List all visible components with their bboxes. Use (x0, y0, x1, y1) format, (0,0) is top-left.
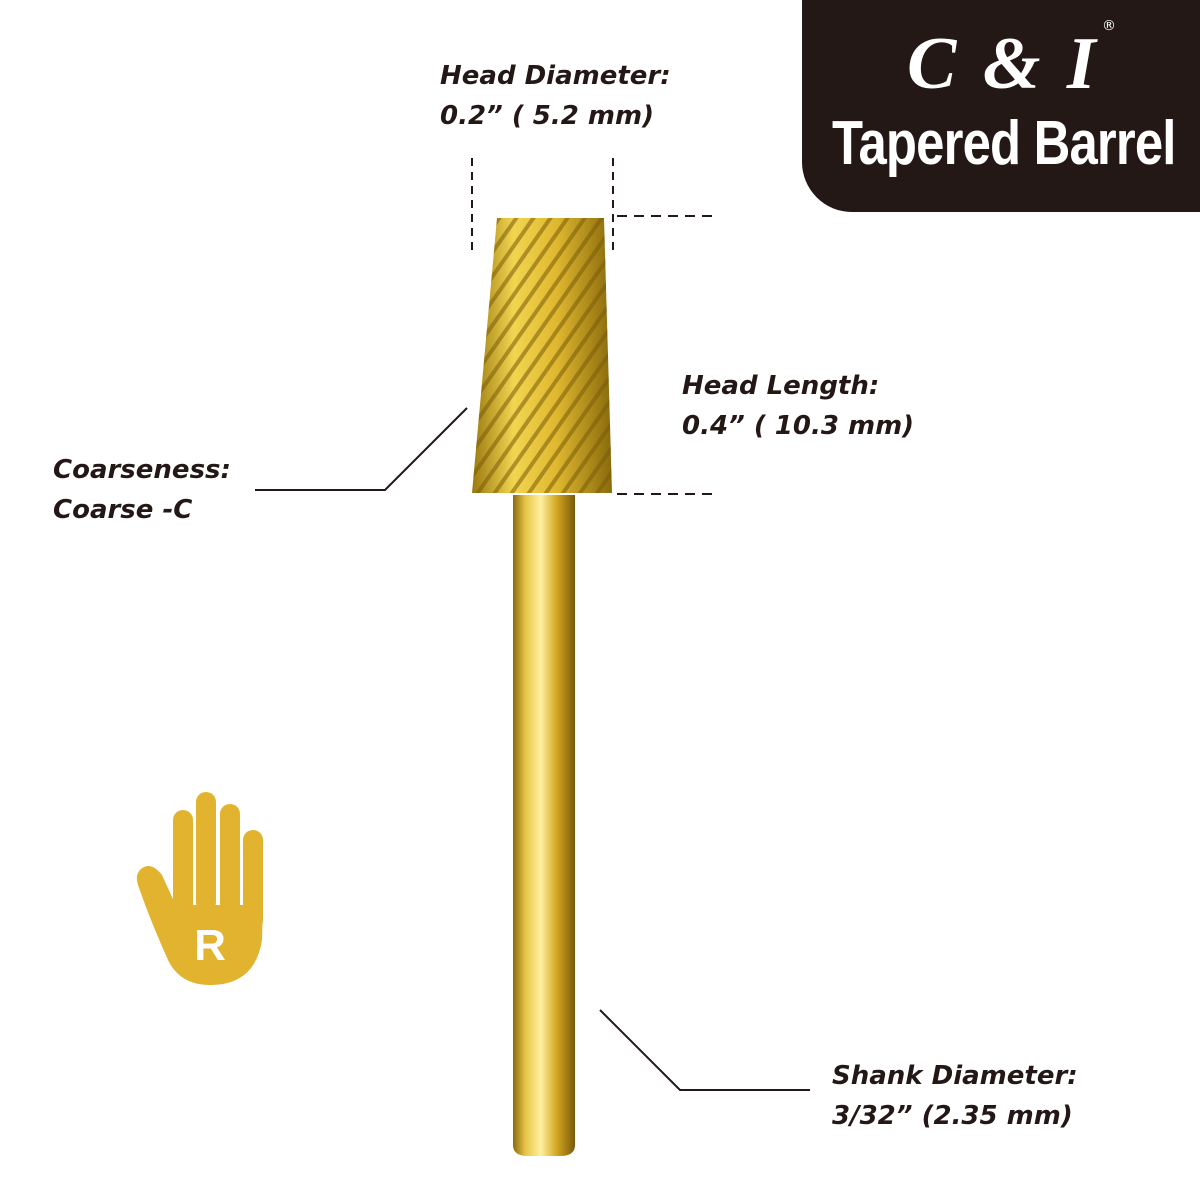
brand-logo: C & I (907, 23, 1100, 105)
spec-value: 0.4” ( 10.3 mm) (682, 411, 915, 441)
head-diameter-spec: Head Diameter: 0.2” ( 5.2 mm) (440, 56, 671, 136)
registered-mark: ® (1102, 18, 1116, 34)
spec-value: 3/32” (2.35 mm) (832, 1101, 1073, 1131)
coarseness-spec: Coarseness: Coarse -C (53, 450, 231, 530)
dimension-lines (255, 158, 810, 1091)
spec-label: Shank Diameter: (832, 1061, 1078, 1091)
barrel-head (472, 218, 612, 493)
shank (513, 495, 575, 1156)
spec-value: Coarse -C (53, 495, 193, 525)
product-title: Tapered Barrel (832, 109, 1176, 178)
spec-label: Head Length: (682, 371, 880, 401)
spec-label: Head Diameter: (440, 61, 671, 91)
spec-value: 0.2” ( 5.2 mm) (440, 101, 654, 131)
shank-diameter-spec: Shank Diameter: 3/32” (2.35 mm) (832, 1056, 1078, 1136)
head-length-spec: Head Length: 0.4” ( 10.3 mm) (682, 366, 914, 446)
brand-badge: C & I ® Tapered Barrel (802, 0, 1200, 212)
spec-label: Coarseness: (53, 455, 231, 485)
